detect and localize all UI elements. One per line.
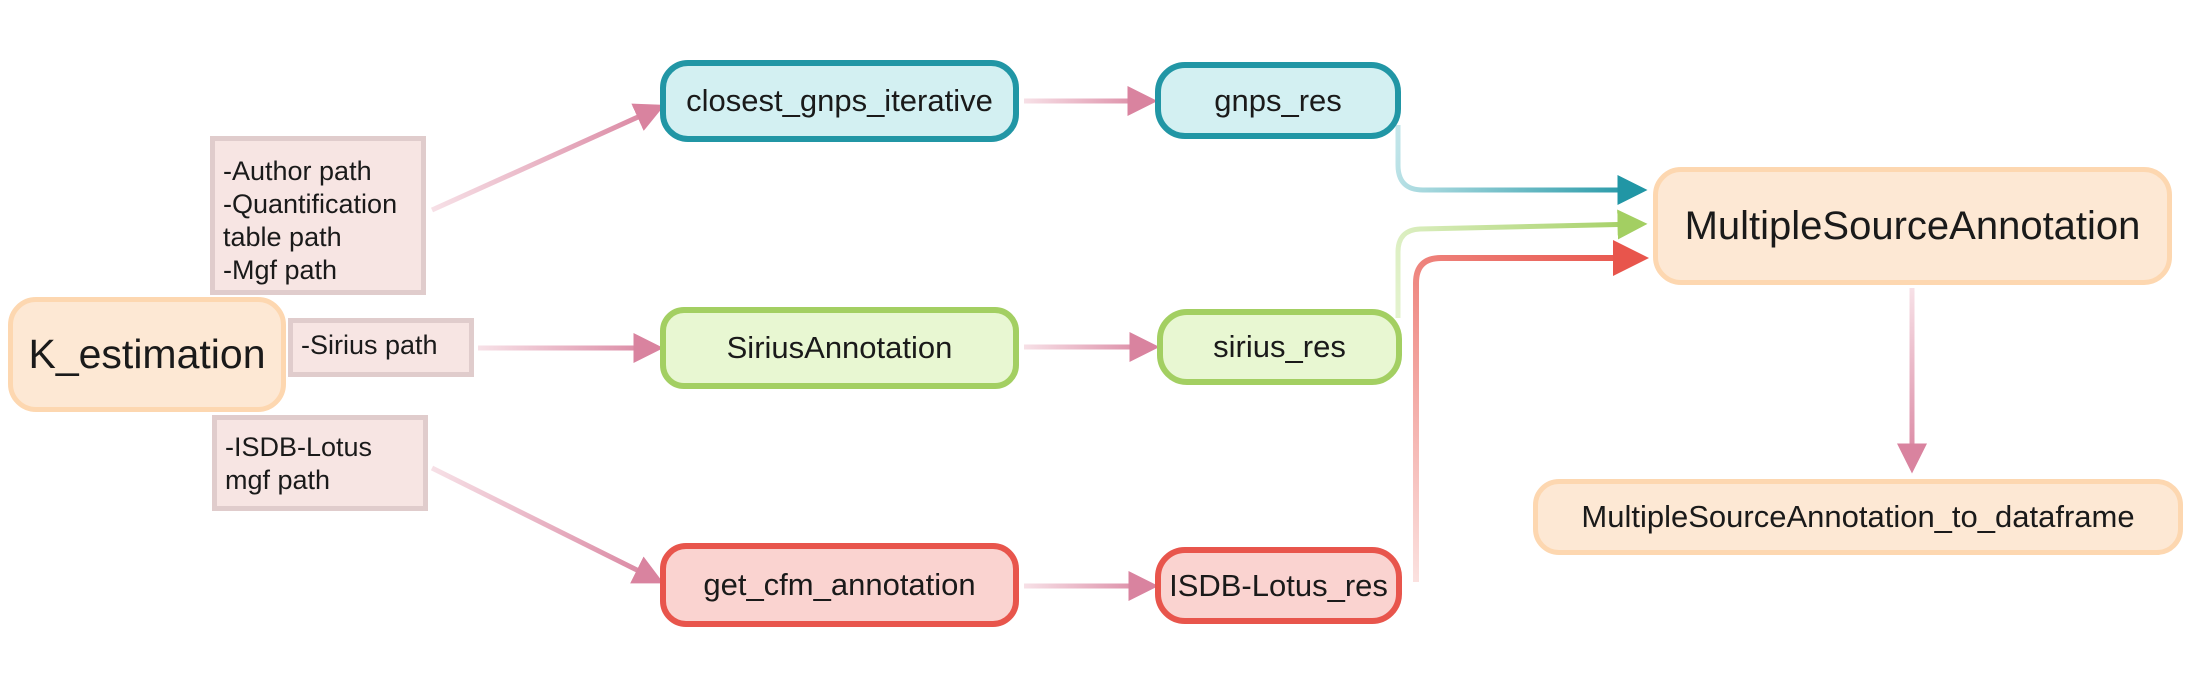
node-sirius-res-label: sirius_res	[1213, 329, 1346, 364]
note-gnps-params: -Author path -Quantification table path …	[210, 136, 426, 295]
node-multiple-source-annotation: MultipleSourceAnnotation	[1653, 167, 2172, 285]
node-msa-to-dataframe: MultipleSourceAnnotation_to_dataframe	[1533, 479, 2183, 555]
node-closest-gnps-iterative: closest_gnps_iterative	[660, 60, 1019, 142]
node-get-cfm-annotation-label: get_cfm_annotation	[703, 567, 976, 602]
node-sirius-annotation: SiriusAnnotation	[660, 307, 1019, 389]
note-sirius-param-line: -Sirius path	[301, 330, 438, 360]
node-gnps-res-label: gnps_res	[1214, 82, 1342, 118]
node-k-estimation: K_estimation	[8, 297, 286, 412]
node-k-estimation-label: K_estimation	[28, 331, 266, 377]
note-isdb-param-line: -ISDB-Lotus	[225, 432, 373, 462]
edge-siriusres-to-msa	[1395, 209, 1648, 318]
node-sirius-res: sirius_res	[1157, 309, 1402, 385]
note-isdb-params: -ISDB-Lotus mgf path	[212, 415, 428, 511]
note-isdb-param-line: mgf path	[225, 465, 331, 495]
edge-k-to-cfm	[430, 465, 664, 584]
edge-gnpsres-to-msa	[1395, 125, 1648, 205]
node-sirius-annotation-label: SiriusAnnotation	[726, 330, 953, 365]
node-isdb-lotus-res: ISDB-Lotus_res	[1155, 547, 1402, 624]
node-closest-gnps-iterative-label: closest_gnps_iterative	[686, 83, 993, 118]
node-get-cfm-annotation: get_cfm_annotation	[660, 543, 1019, 627]
note-gnps-param-line: table path	[223, 222, 342, 252]
node-gnps-res: gnps_res	[1155, 62, 1401, 139]
node-isdb-lotus-res-label: ISDB-Lotus_res	[1169, 567, 1388, 603]
node-multiple-source-annotation-label: MultipleSourceAnnotation	[1684, 203, 2141, 248]
note-gnps-param-line: -Quantification	[223, 189, 398, 219]
note-sirius-params: -Sirius path	[288, 318, 474, 377]
note-gnps-param-line: -Author path	[223, 156, 372, 186]
edge-k-to-gnps	[430, 103, 665, 213]
note-gnps-param-line: -Mgf path	[223, 255, 338, 285]
edge-isdbres-to-msa	[1413, 240, 1649, 582]
node-msa-to-dataframe-label: MultipleSourceAnnotation_to_dataframe	[1581, 499, 2135, 534]
